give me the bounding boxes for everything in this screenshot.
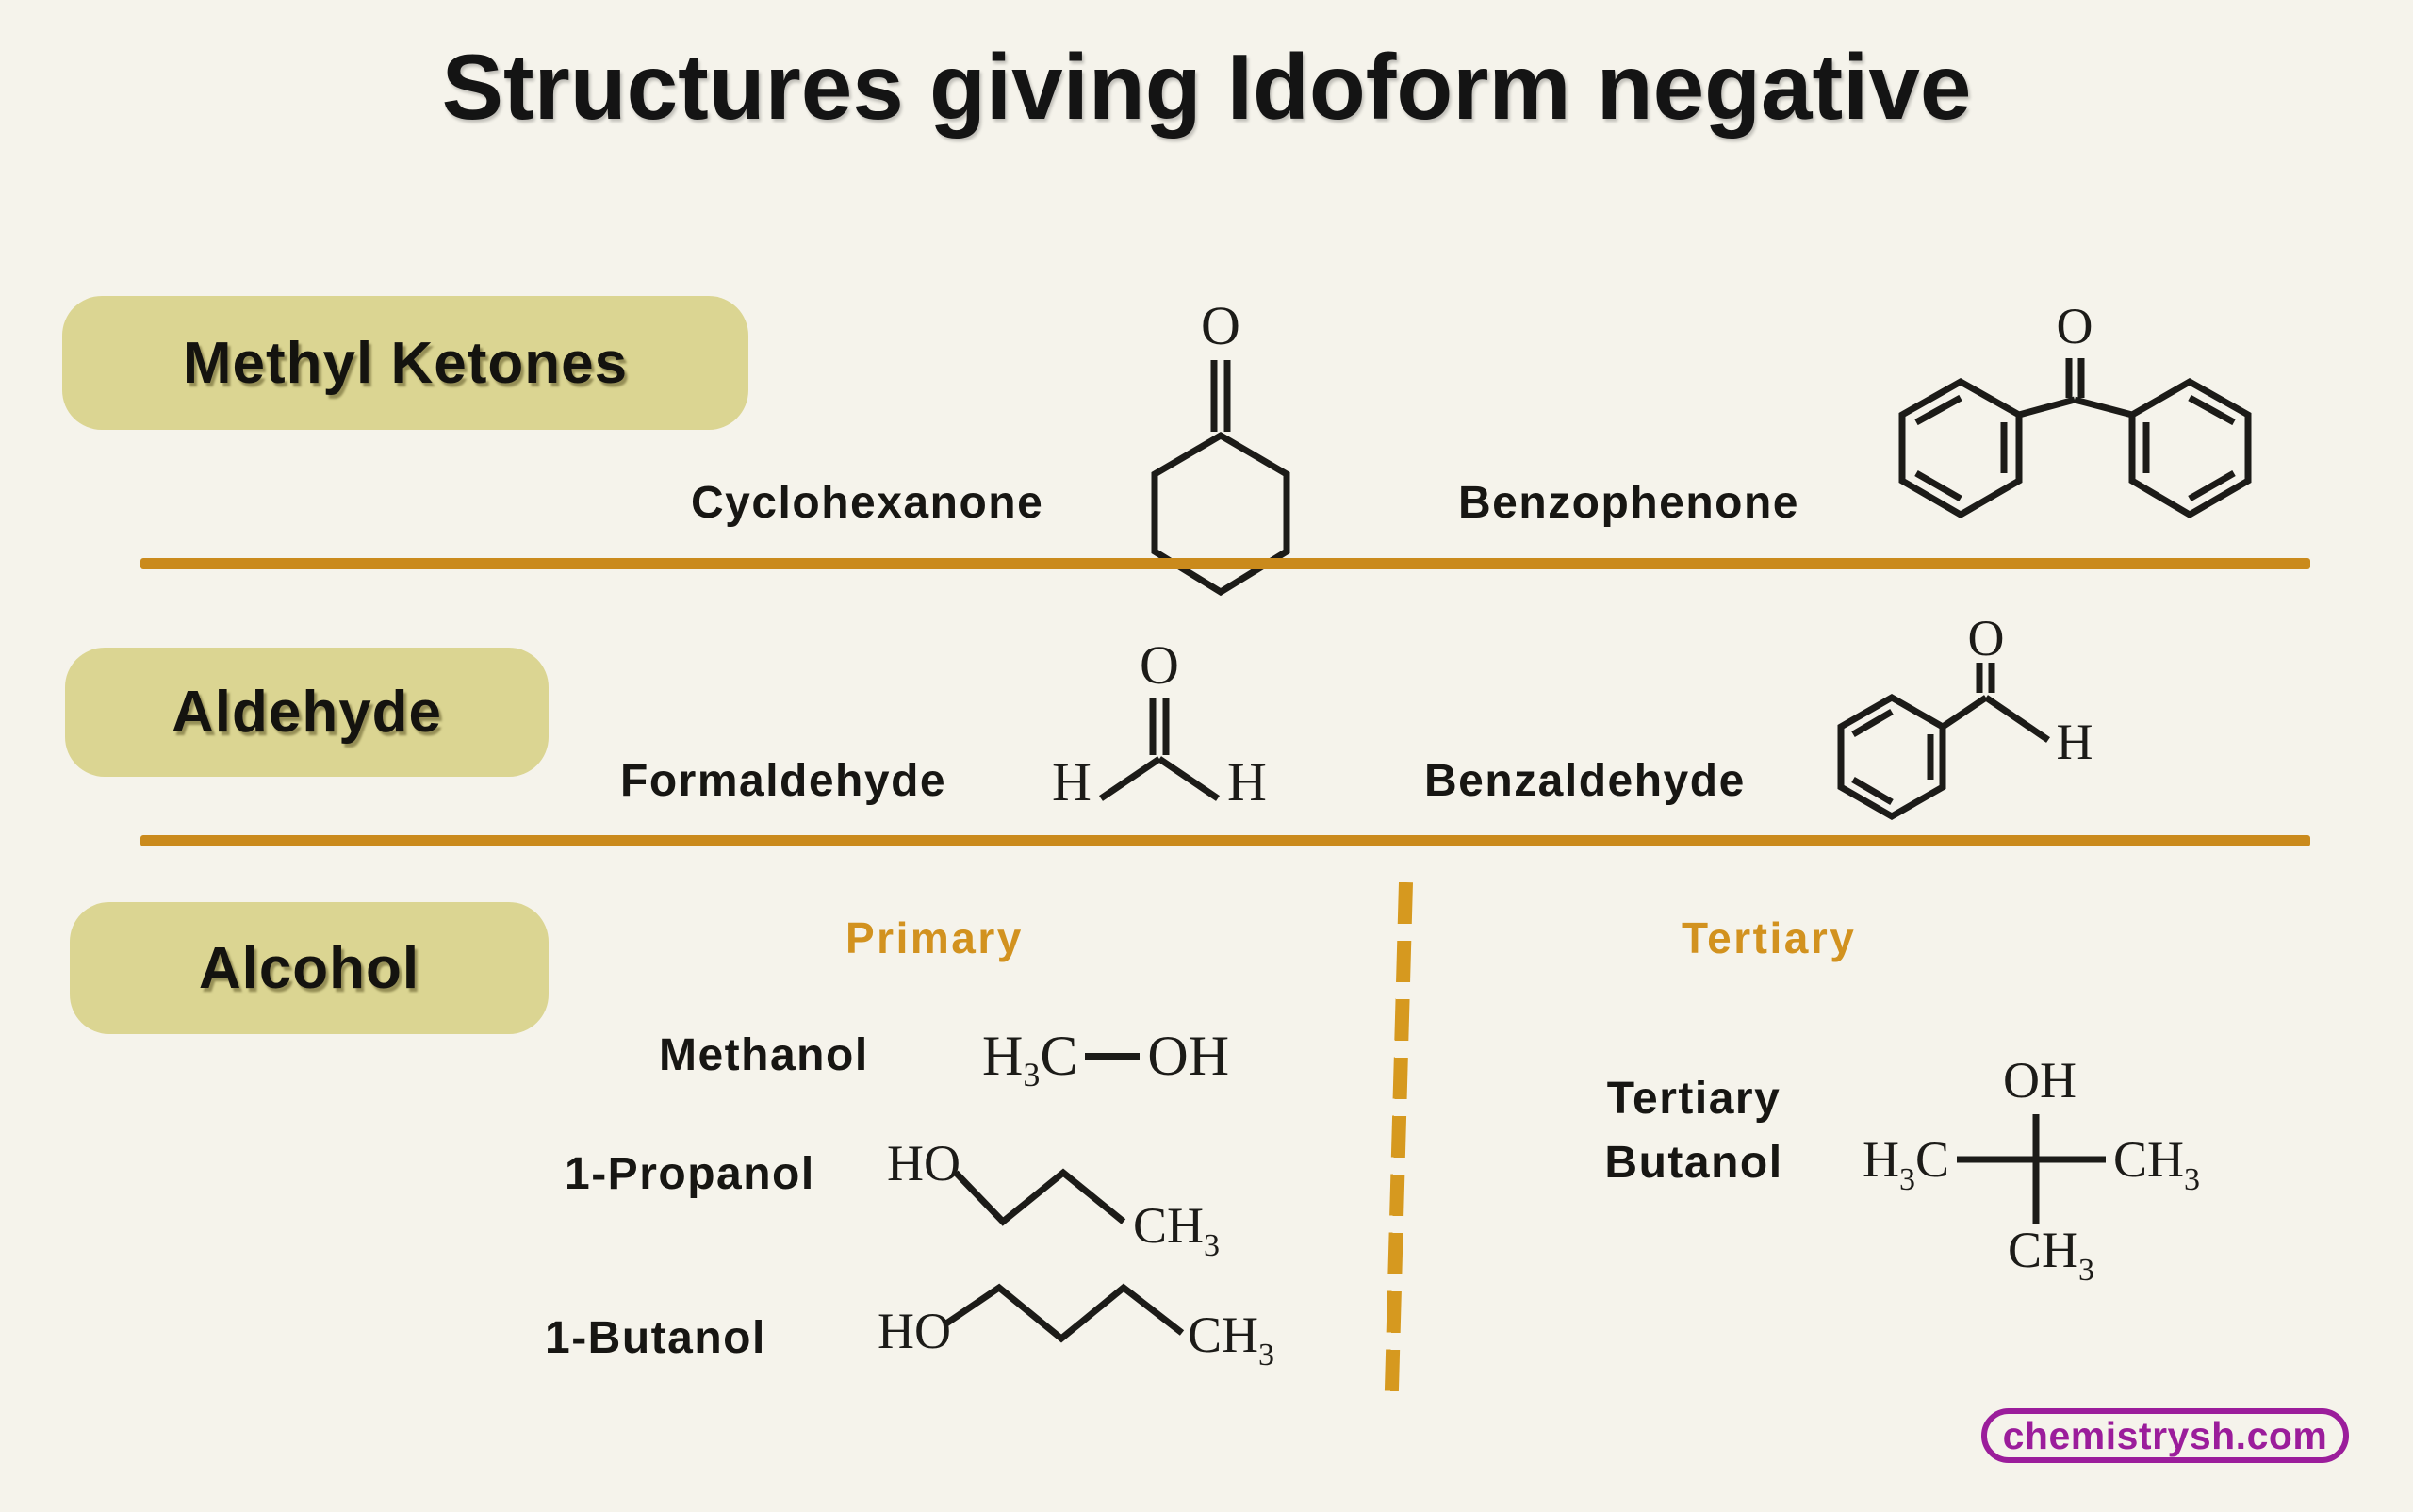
methyl-group-label: H3C <box>1863 1131 1949 1197</box>
label-tertiary-butanol: Tertiary Butanol <box>1604 1074 1783 1189</box>
oxygen-atom-label: O <box>1201 295 1240 356</box>
page-title: Structures giving Idoform negative <box>441 35 1972 139</box>
structure-cyclohexanone: O <box>1151 295 1290 597</box>
carbon-atom-label: C <box>1040 1025 1078 1087</box>
subheading-primary: Primary <box>845 913 1024 962</box>
benzene-double-bonds <box>1851 708 1934 806</box>
structure-1-propanol: HO CH3 <box>887 1135 1220 1263</box>
badge-alcohol: Alcohol <box>70 902 549 1034</box>
label-cyclohexanone: Cyclohexanone <box>691 478 1044 528</box>
dashed-divider <box>1384 881 1413 1395</box>
hydrogen-atom-label: H <box>1052 751 1092 813</box>
structure-benzophenone: O <box>1898 298 2252 519</box>
methyl-group-label: CH3 <box>1133 1197 1220 1263</box>
cross-bonds <box>1957 1114 2106 1224</box>
hydrogen-atom-label: H <box>2057 714 2093 770</box>
carbon-chain-bonds <box>944 1283 1185 1343</box>
subheading-tertiary: Tertiary <box>1682 913 1857 962</box>
benzene-ring-left <box>1898 377 2023 519</box>
benzene-double-bonds-left <box>1914 394 2008 502</box>
section-divider <box>140 835 2310 846</box>
methyl-group-label: CH3 <box>2008 1222 2094 1288</box>
label-1-butanol: 1-Butanol <box>545 1313 766 1363</box>
ch-bonds <box>1099 756 1220 801</box>
structure-formaldehyde: O H H <box>1052 634 1267 813</box>
carbon-chain-bonds <box>953 1168 1126 1226</box>
badge-methyl-ketones: Methyl Ketones <box>62 296 748 430</box>
methyl-group-label: CH3 <box>2113 1131 2200 1197</box>
cyclohexane-ring <box>1151 431 1290 597</box>
label-benzaldehyde: Benzaldehyde <box>1424 756 1746 806</box>
benzene-ring-right <box>2128 377 2252 519</box>
structure-1-butanol: HO CH3 <box>878 1283 1274 1372</box>
hydroxyl-group-label: HO <box>878 1303 951 1359</box>
hydroxyl-group-label: HO <box>887 1135 960 1192</box>
label-benzophenone: Benzophenone <box>1458 478 1799 528</box>
hydrogen-atom-label: H <box>982 1025 1024 1087</box>
label-1-propanol: 1-Propanol <box>565 1149 815 1199</box>
single-bond-line <box>1085 1053 1141 1060</box>
cho-bonds <box>1941 695 2050 743</box>
label-formaldehyde: Formaldehyde <box>620 756 947 806</box>
badge-aldehyde: Aldehyde <box>65 648 549 777</box>
oxygen-atom-label: O <box>1968 610 2005 666</box>
hydroxyl-group-label: OH <box>1147 1025 1230 1087</box>
carbonyl-bonds <box>2018 396 2133 419</box>
subscript-3: 3 <box>1023 1056 1041 1093</box>
section-divider <box>140 558 2310 569</box>
oxygen-atom-label: O <box>1140 634 1179 696</box>
watermark-badge: chemistrysh.com <box>1981 1408 2349 1463</box>
benzene-double-bonds-right <box>2142 394 2236 502</box>
hydrogen-atom-label: H <box>1227 751 1267 813</box>
hydroxyl-group-label: OH <box>2003 1052 2076 1109</box>
methyl-group-label: CH3 <box>1188 1307 1274 1372</box>
oxygen-atom-label: O <box>2057 298 2093 354</box>
label-methanol: Methanol <box>659 1030 869 1080</box>
structure-benzaldehyde: O H <box>1837 610 2093 821</box>
structure-tertiary-butanol: OH H3C CH3 CH3 <box>1863 1052 2200 1288</box>
